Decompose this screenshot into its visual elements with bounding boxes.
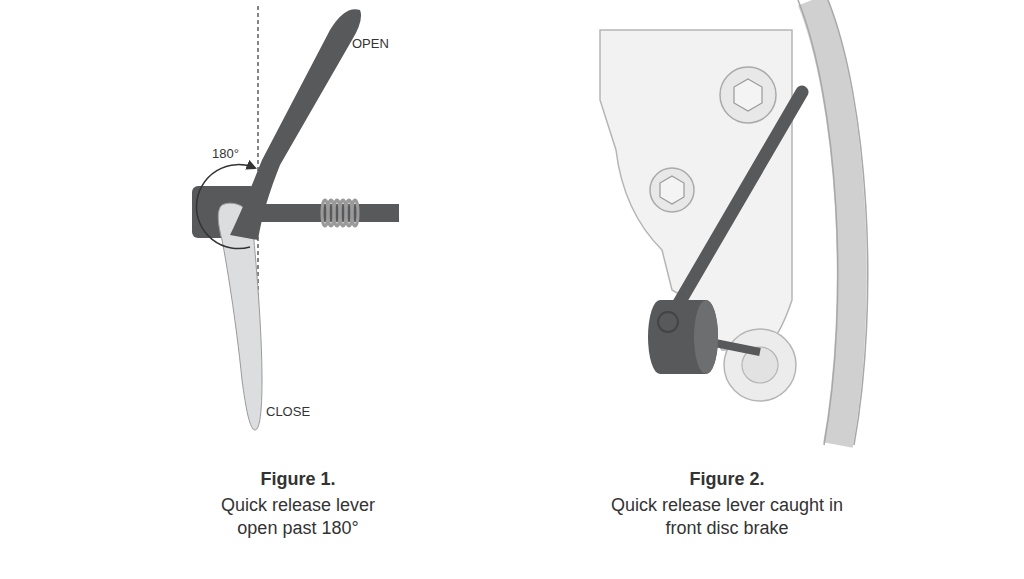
- hub: [724, 329, 796, 401]
- figure-caption: Quick release lever caught in front disc…: [592, 494, 862, 541]
- figure-caption: Quick release lever open past 180°: [203, 494, 393, 541]
- angle-label: 180°: [212, 146, 252, 163]
- figure-number: Figure 1.: [203, 468, 393, 491]
- rotor-edge: [828, 0, 868, 445]
- caught-lever: [668, 92, 802, 322]
- state-label: OPEN: [352, 36, 412, 53]
- caliper-bolt: [720, 67, 776, 123]
- cam-face: [694, 300, 718, 374]
- open-lever: [230, 9, 361, 240]
- spring: [322, 200, 358, 226]
- figure-number: Figure 2.: [592, 468, 862, 491]
- bolt-head: [660, 176, 684, 204]
- state-label: CLOSE: [266, 404, 336, 421]
- cam-body: [648, 300, 718, 374]
- rotation-arrow: [196, 165, 255, 249]
- figure-two: [600, 0, 868, 445]
- spring-coil: [352, 200, 358, 226]
- figure-one: [192, 6, 399, 430]
- lever-pivot: [658, 312, 678, 332]
- caliper-bolt: [650, 168, 694, 212]
- bolt-head: [734, 79, 762, 111]
- rotor-edge: [798, 0, 838, 445]
